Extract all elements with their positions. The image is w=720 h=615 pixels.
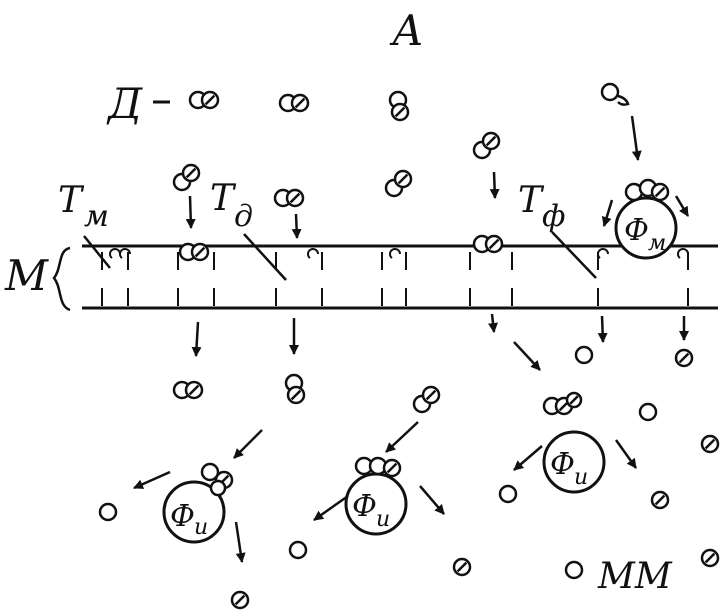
membrane-brace <box>52 246 71 312</box>
enzyme-m-sub: м <box>648 231 666 256</box>
arrow-enzyme-i2-right <box>419 485 445 515</box>
inner-dimer-2-hatched <box>286 385 306 405</box>
arrow-into-membrane-3 <box>489 171 500 199</box>
t-f-pointer <box>551 231 597 279</box>
enzyme-membrane: Ф м <box>614 196 678 260</box>
transporter-m-label: Т <box>58 180 85 221</box>
transporter-f-label: Т <box>518 180 545 221</box>
inner-dimer-3-hatched <box>421 385 441 405</box>
arrow-enzyme-i1-down <box>234 521 246 563</box>
free-dimer-1-hatched <box>290 93 310 113</box>
enzyme-i1-label: Ф <box>170 499 195 534</box>
single-hatched-2 <box>700 434 720 454</box>
arrow-out-membrane-3 <box>488 313 498 333</box>
single-hatched-5 <box>452 557 472 577</box>
bound-dimer-2-hatched <box>484 234 504 254</box>
arrow-enzyme-m-left <box>601 199 614 227</box>
hook-molecule-ring <box>600 82 620 102</box>
enzyme-free-3: Ф и <box>542 430 606 494</box>
arrow-into-membrane-1 <box>185 195 196 229</box>
single-ring-6 <box>564 560 584 580</box>
enzyme-i3-sub: и <box>574 465 588 490</box>
arrow-into-membrane-2 <box>291 213 302 239</box>
enzyme-i3-circle <box>542 430 606 494</box>
transporter-m-sub: м <box>84 199 109 234</box>
transporter-d-sub: д <box>234 199 253 234</box>
arrow-enzyme-i3-left <box>513 445 543 471</box>
single-ring-5 <box>498 484 518 504</box>
molecules <box>98 82 720 610</box>
bound-dimer-1-hatched <box>190 242 210 262</box>
free-dimer-2-hatched <box>390 102 410 122</box>
arrow-out-membrane-4 <box>513 341 541 371</box>
donor-label: Д <box>106 79 143 128</box>
enzyme-free-1: Ф и <box>162 480 226 544</box>
arrow-to-enzyme-i1 <box>233 429 263 459</box>
single-ring-3 <box>98 502 118 522</box>
inner-dimer-1-hatched <box>184 380 204 400</box>
arrow-out-membrane-5 <box>597 315 608 343</box>
title-label: А <box>389 6 424 55</box>
arrow-enzyme-i3-right <box>614 439 638 469</box>
single-hatched-3 <box>230 590 250 610</box>
enzyme-m-label: Ф <box>624 213 649 248</box>
membrane-label: М <box>4 251 49 300</box>
free-dimer-6-hatched <box>393 169 413 189</box>
transporter-f-sub: ф <box>542 199 565 234</box>
enzyme-free-2: Ф и <box>344 472 408 536</box>
enzyme-i1-bound-ring-2 <box>209 479 227 497</box>
enzyme-i1-circle <box>162 480 226 544</box>
free-dimer-4-hatched <box>181 163 201 183</box>
single-ring-4 <box>288 540 308 560</box>
single-ring-2 <box>638 402 658 422</box>
arrow-enzyme-m-right <box>674 195 690 217</box>
free-dimer-3-hatched <box>481 131 501 151</box>
enzyme-i2-bound-hatched <box>382 458 402 478</box>
donor-dimer-hatched <box>200 90 220 110</box>
membrane-pores <box>101 252 689 306</box>
transporter-pointers <box>83 231 597 281</box>
arrow-out-membrane-1 <box>191 321 202 357</box>
enzyme-i3-label: Ф <box>550 447 575 482</box>
enzyme-i2-sub: и <box>376 507 390 532</box>
hook-molecule-tail <box>617 94 630 106</box>
enzyme-m-bound-hatched <box>650 182 670 202</box>
free-dimer-5-hatched <box>285 188 305 208</box>
t-d-pointer <box>243 233 287 281</box>
single-hatched-6 <box>700 548 720 568</box>
arrow-enzyme-i1-left <box>133 470 171 490</box>
transporter-d-label: Т <box>210 178 237 219</box>
single-hatched-4 <box>650 490 670 510</box>
arrow-to-enzyme-m <box>630 115 642 161</box>
enzyme-i2-label: Ф <box>352 489 377 524</box>
arrow-to-enzyme-i2 <box>385 421 419 453</box>
arrows <box>133 115 690 563</box>
enzyme-i3-top-hatched <box>565 391 583 409</box>
t-m-pointer <box>83 235 111 269</box>
mm-label: ММ <box>597 556 673 597</box>
single-ring-1 <box>574 345 594 365</box>
single-hatched-1 <box>674 348 694 368</box>
enzyme-i1-bound-ring-1 <box>200 462 220 482</box>
enzyme-m-circle <box>614 196 678 260</box>
arrow-enzyme-i2-left <box>313 494 349 522</box>
enzyme-i1-sub: и <box>194 515 208 540</box>
